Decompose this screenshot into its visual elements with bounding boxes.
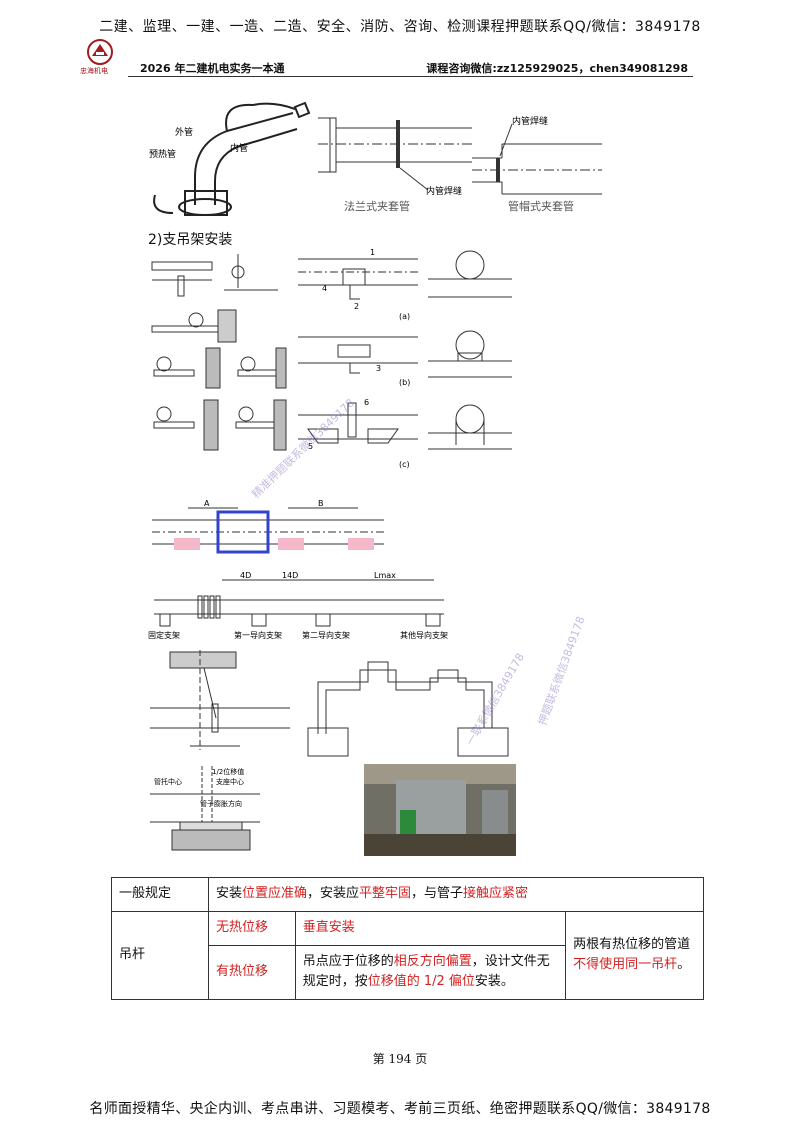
support-pad-3 <box>348 538 374 550</box>
logo-text: 忠海机电 <box>80 67 108 75</box>
cap-sleeve-figure: 内管焊缝 管帽式夹套管 <box>472 110 622 216</box>
outer-pipe-label: 外管 <box>175 126 193 138</box>
contact-info: 课程咨询微信:zz125929025，chen349081298 <box>426 62 688 75</box>
offset-install-text: 吊点应于位移的相反方向偏置，设计文件无规定时，按位移值的 1/2 偏位安装。 <box>294 944 567 1001</box>
inner-weld-label-flange: 内管焊缝 <box>426 185 462 197</box>
num-2: 2 <box>354 302 359 311</box>
watermark-3: 押题联系微信3849178 <box>535 614 588 728</box>
vertical-install-text: 垂直安装 <box>294 910 567 946</box>
label-c: (c) <box>399 460 410 469</box>
other-guide-label: 其他导向支架 <box>400 630 448 640</box>
logo-icon <box>84 38 128 78</box>
guide-support-figure: 4D 14D Lmax 固定支架 第一导向支架 第二导向支架 其他导向支架 <box>144 570 454 642</box>
support-photo <box>364 764 516 856</box>
num-3: 3 <box>376 364 381 373</box>
rules-table: 一般规定 安装位置应准确，安装应平整牢固，与管子接触应紧密 吊杆 无热位移 垂直… <box>111 877 705 1001</box>
table-row: 一般规定 安装位置应准确，安装应平整牢固，与管子接触应紧密 <box>111 877 705 912</box>
num-5: 5 <box>308 442 313 451</box>
general-rule-text: 安装位置应准确，安装应平整牢固，与管子接触应紧密 <box>207 877 705 912</box>
document-title: 2026 年二建机电实务一本通 <box>140 62 285 75</box>
support-center-label: 支座中心 <box>216 777 244 786</box>
num-6: 6 <box>364 398 369 407</box>
header-divider <box>128 76 693 77</box>
half-disp-label: 1/2位移值 <box>212 767 244 776</box>
label-a: (a) <box>399 312 410 321</box>
num-4: 4 <box>322 284 327 293</box>
inner-weld-label-cap: 内管焊缝 <box>512 115 548 127</box>
support-pad-1 <box>174 538 200 550</box>
pipe-clamp-figure: (a) (b) (c) 1 2 3 4 5 6 <box>298 245 523 470</box>
footer-banner: 名师面授精华、央企内训、考点串讲、习题模考、考前三页纸、绝密押题联系QQ/微信：… <box>89 1101 711 1117</box>
two-pipes-text: 两根有热位移的管道不得使用同一吊杆。 <box>565 910 704 1001</box>
first-guide-label: 第一导向支架 <box>234 630 282 640</box>
expansion-bellows <box>216 510 270 554</box>
pipe-center-label: 管托中心 <box>154 777 182 786</box>
fixed-support-label: 固定支架 <box>148 630 180 640</box>
jacketed-pipe-figure: 外管 内管 预热管 <box>145 95 315 225</box>
cap-caption: 管帽式夹套管 <box>508 199 574 213</box>
table-row: 有热位移 吊点应于位移的相反方向偏置，设计文件无规定时，按位移值的 1/2 偏位… <box>112 944 704 1001</box>
expansion-joint-figure: A B <box>148 500 388 562</box>
inner-pipe-label: 内管 <box>230 142 248 154</box>
heat-pipe-label: 预热管 <box>149 148 176 160</box>
dim-14d: 14D <box>282 571 298 580</box>
flange-caption: 法兰式夹套管 <box>344 199 410 213</box>
expand-dir-label: 管子膨胀方向 <box>200 799 242 808</box>
top-banner: 二建、监理、一建、一造、二造、安全、消防、咨询、检测课程押题联系QQ/微信：38… <box>99 19 701 35</box>
dim-4d: 4D <box>240 571 251 580</box>
num-1: 1 <box>370 248 375 257</box>
loop-expansion-figure <box>298 648 523 760</box>
half-offset-figure: 1/2位移值 管托中心 支座中心 管子膨胀方向 <box>150 766 260 852</box>
label-b: (b) <box>399 378 410 387</box>
support-types-figure <box>148 250 288 470</box>
page-number: 第 194 页 <box>372 1052 428 1066</box>
no-displacement-label: 无热位移 <box>207 910 296 946</box>
general-rule-label: 一般规定 <box>111 877 209 912</box>
hanger-offset-figure <box>150 650 290 755</box>
dim-lmax: Lmax <box>374 571 396 580</box>
has-displacement-label: 有热位移 <box>207 944 296 1001</box>
flange-sleeve-figure: 内管焊缝 法兰式夹套管 <box>318 98 478 218</box>
dim-b: B <box>318 500 324 508</box>
support-pad-2 <box>278 538 304 550</box>
table-row: 吊杆 无热位移 垂直安装 两根有热位移的管道不得使用同一吊杆。 <box>111 910 704 1001</box>
dim-a: A <box>204 500 210 508</box>
section-title: 2)支吊架安装 <box>148 232 233 248</box>
hanger-rod-label: 吊杆 <box>111 910 209 1001</box>
second-guide-label: 第二导向支架 <box>302 630 350 640</box>
